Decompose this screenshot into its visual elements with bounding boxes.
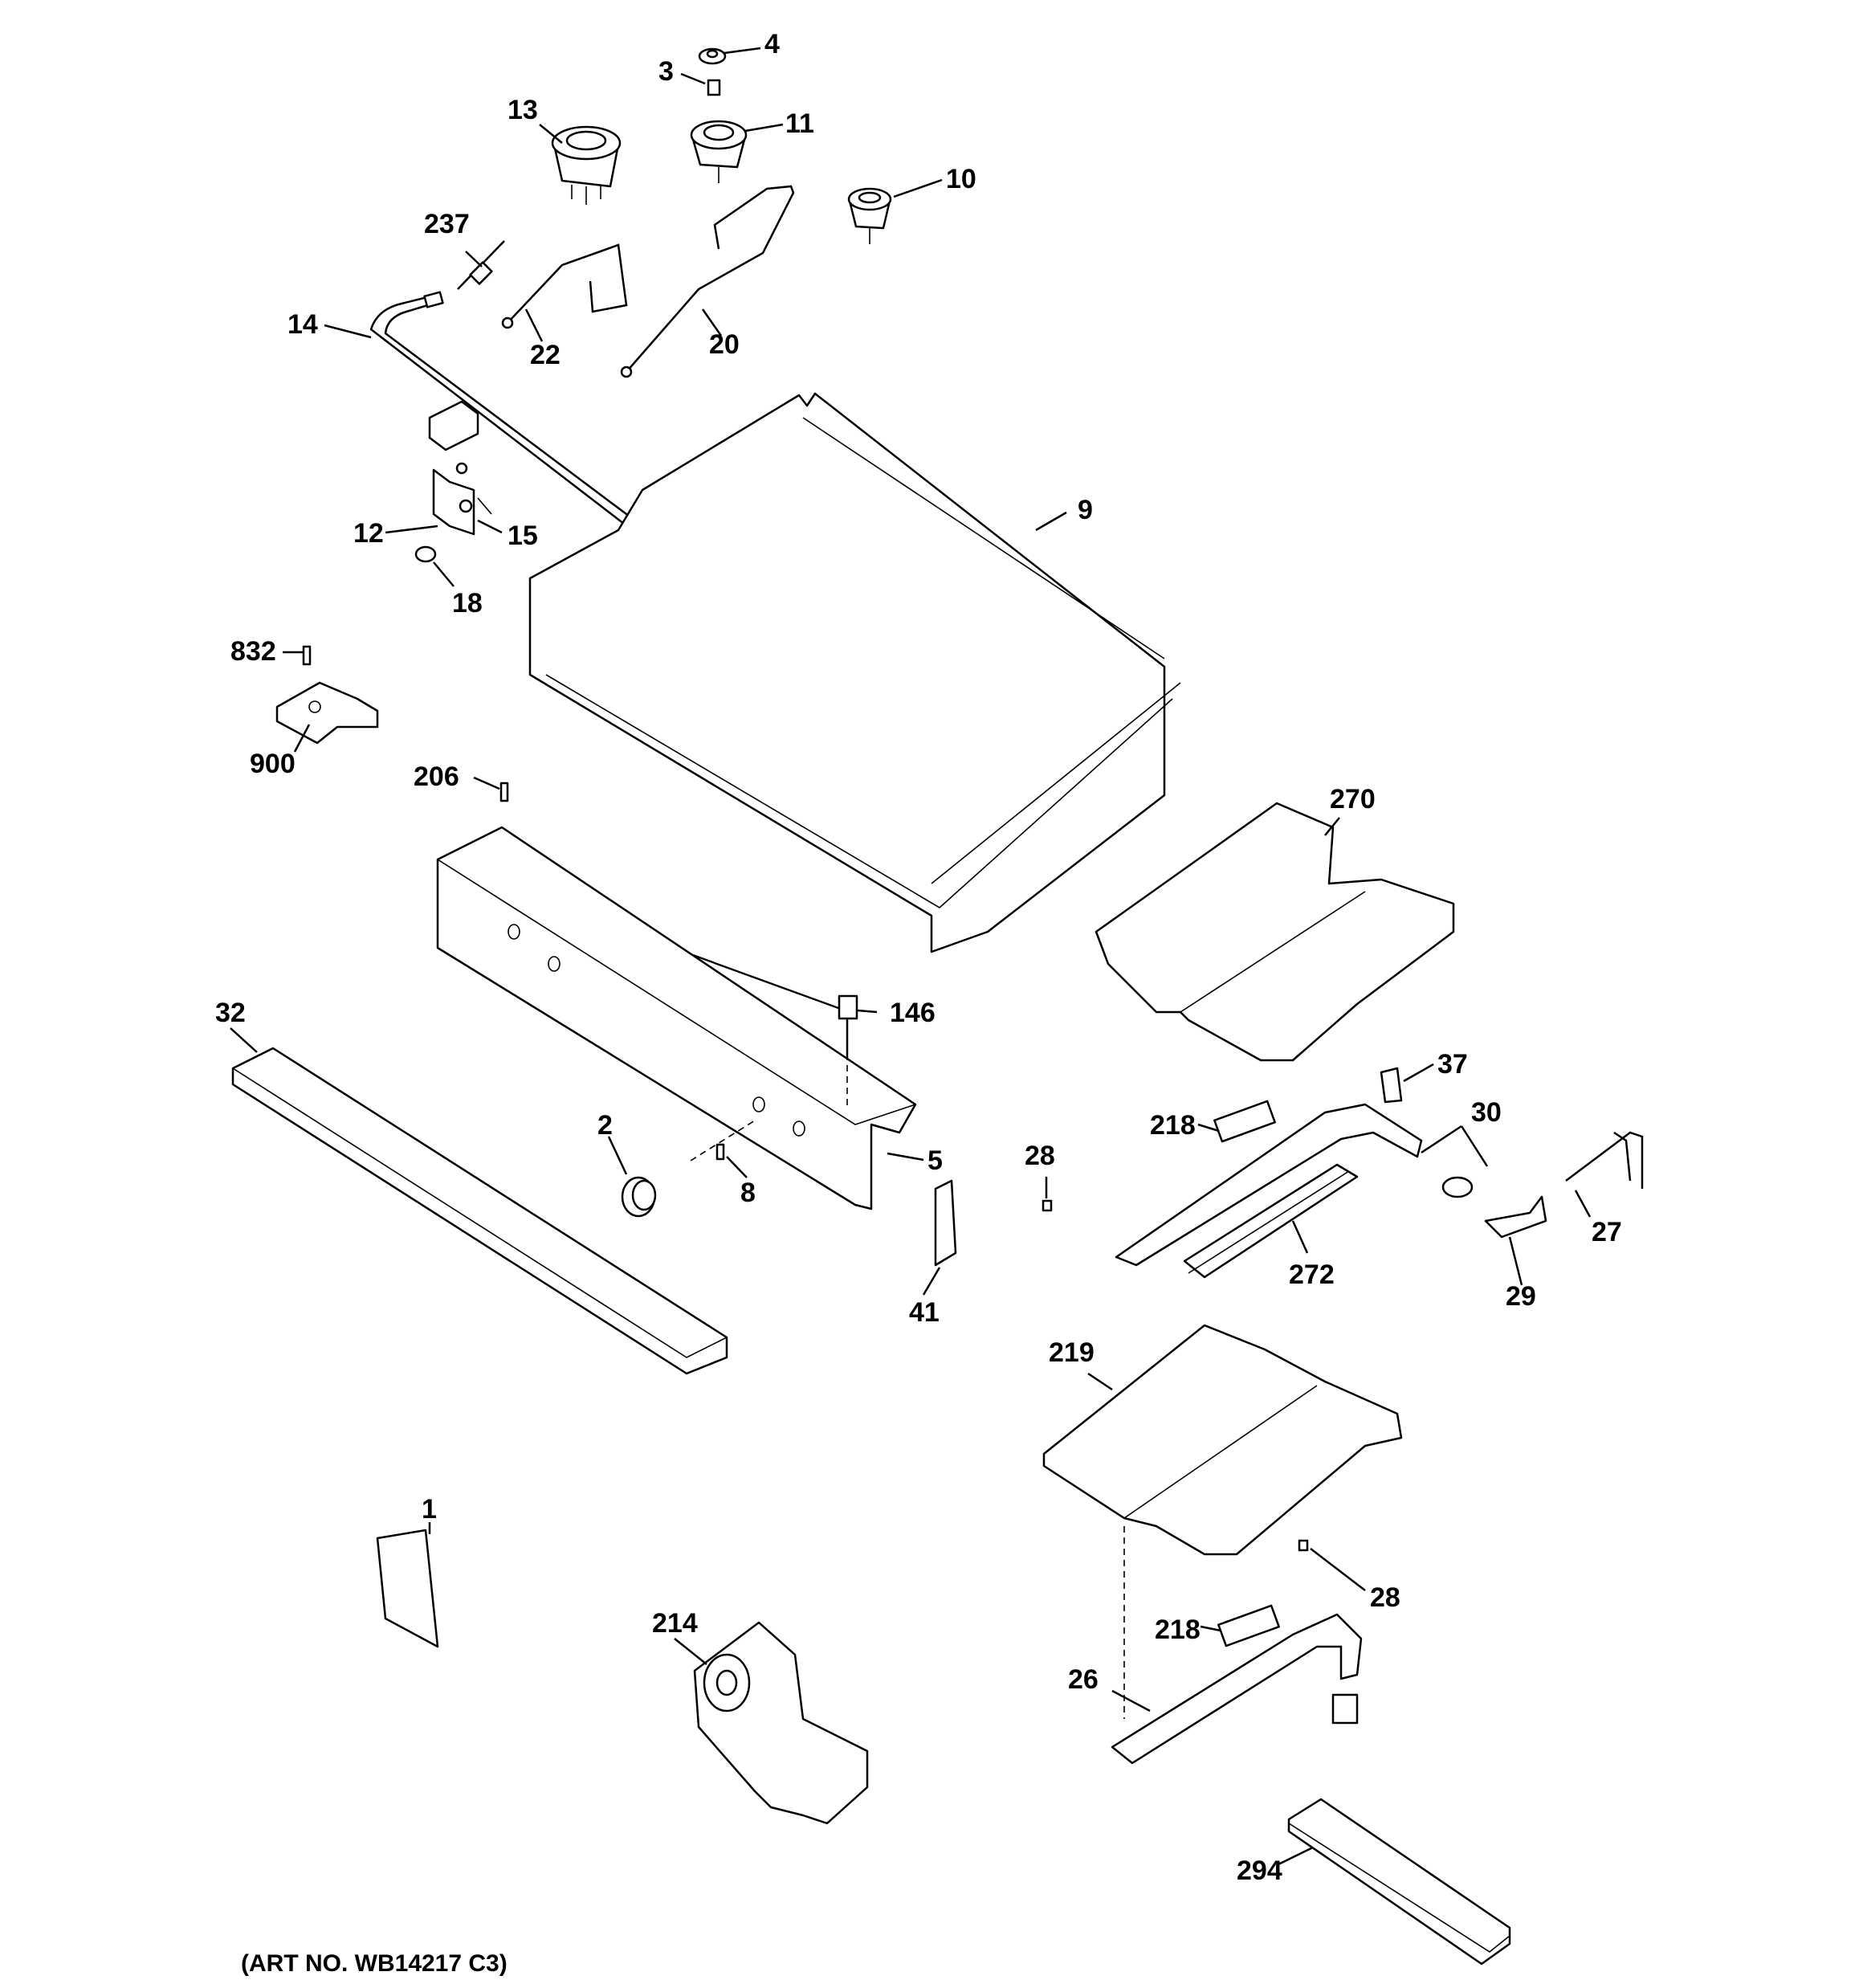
part-3-orifice <box>707 79 721 96</box>
callout-9: 9 <box>1078 495 1093 525</box>
callout-18: 18 <box>452 588 483 618</box>
callout-3: 3 <box>658 56 674 87</box>
callout-272: 272 <box>1289 1259 1335 1290</box>
callout-22: 22 <box>530 340 561 370</box>
callout-8: 8 <box>740 1178 756 1208</box>
part-26-bake-burner <box>1111 1613 1363 1765</box>
callout-2: 2 <box>597 1110 613 1141</box>
part-18-nut <box>414 545 437 563</box>
callout-14: 14 <box>287 309 318 340</box>
part-2-knob <box>621 1176 657 1218</box>
art-number: (ART NO. WB14217 C3) <box>241 1950 508 1977</box>
part-146-clip <box>838 994 858 1108</box>
part-20-burner-tube <box>620 185 795 378</box>
part-30-bracket <box>1441 1176 1474 1198</box>
callout-41: 41 <box>909 1297 940 1328</box>
part-oven-burner-upper <box>1115 1103 1423 1267</box>
callout-270: 270 <box>1330 784 1376 814</box>
part-218-igniter-lower <box>1217 1604 1280 1647</box>
callout-294: 294 <box>1237 1855 1282 1886</box>
callout-146: 146 <box>890 998 936 1028</box>
callout-26: 26 <box>1068 1664 1099 1695</box>
callout-10: 10 <box>946 164 976 194</box>
callout-206: 206 <box>414 761 459 792</box>
callout-5: 5 <box>927 1145 943 1176</box>
callout-12: 12 <box>353 518 384 549</box>
part-1-literature <box>376 1529 439 1648</box>
callout-27: 27 <box>1592 1217 1622 1247</box>
callout-13: 13 <box>508 95 538 125</box>
callout-11: 11 <box>785 108 814 139</box>
callout-214: 214 <box>652 1608 698 1639</box>
callout-237: 237 <box>424 209 470 239</box>
callout-28-upper: 28 <box>1025 1141 1055 1171</box>
part-12-valve <box>428 400 492 536</box>
part-4-nut <box>698 47 727 65</box>
part-37-clip <box>1380 1067 1403 1104</box>
callout-37: 37 <box>1437 1049 1468 1080</box>
part-22-burner-tube <box>501 243 628 329</box>
part-27-fitting <box>1565 1131 1644 1189</box>
part-206-screw <box>499 782 509 802</box>
part-272-baffle <box>1183 1163 1359 1279</box>
part-900-bracket <box>275 681 379 745</box>
part-10-burner-head <box>847 187 892 244</box>
callout-29: 29 <box>1506 1281 1536 1312</box>
part-41-bracket <box>934 1179 957 1267</box>
callout-4: 4 <box>764 29 780 59</box>
callout-900: 900 <box>250 749 296 779</box>
part-29-elbow <box>1484 1195 1547 1239</box>
part-5-control-panel <box>436 826 917 1210</box>
callout-20: 20 <box>709 329 740 360</box>
part-28-clip-upper <box>1042 1199 1053 1212</box>
part-28-clip-lower <box>1298 1539 1309 1552</box>
callout-30: 30 <box>1471 1097 1502 1128</box>
callout-28-lower: 28 <box>1370 1582 1400 1613</box>
callout-218-lower: 218 <box>1155 1614 1201 1645</box>
callout-218-upper: 218 <box>1150 1110 1196 1141</box>
callout-1: 1 <box>422 1494 437 1525</box>
part-218-igniter-upper <box>1213 1100 1276 1143</box>
part-294-bracket <box>1287 1798 1511 1966</box>
leader-lines <box>230 47 1592 1867</box>
part-270-shield <box>1095 802 1455 1062</box>
callout-219: 219 <box>1049 1337 1095 1368</box>
part-214-gas-valve <box>693 1621 869 1825</box>
part-8-screw <box>690 1120 756 1161</box>
part-832-screw <box>302 645 312 666</box>
callout-32: 32 <box>215 998 246 1028</box>
part-13-burner-head <box>551 125 622 205</box>
part-219-shield <box>1042 1324 1403 1719</box>
callout-832: 832 <box>230 636 276 667</box>
part-11-burner-head <box>690 120 748 183</box>
part-32-trim-strip <box>231 1047 728 1375</box>
callout-15: 15 <box>508 520 538 551</box>
